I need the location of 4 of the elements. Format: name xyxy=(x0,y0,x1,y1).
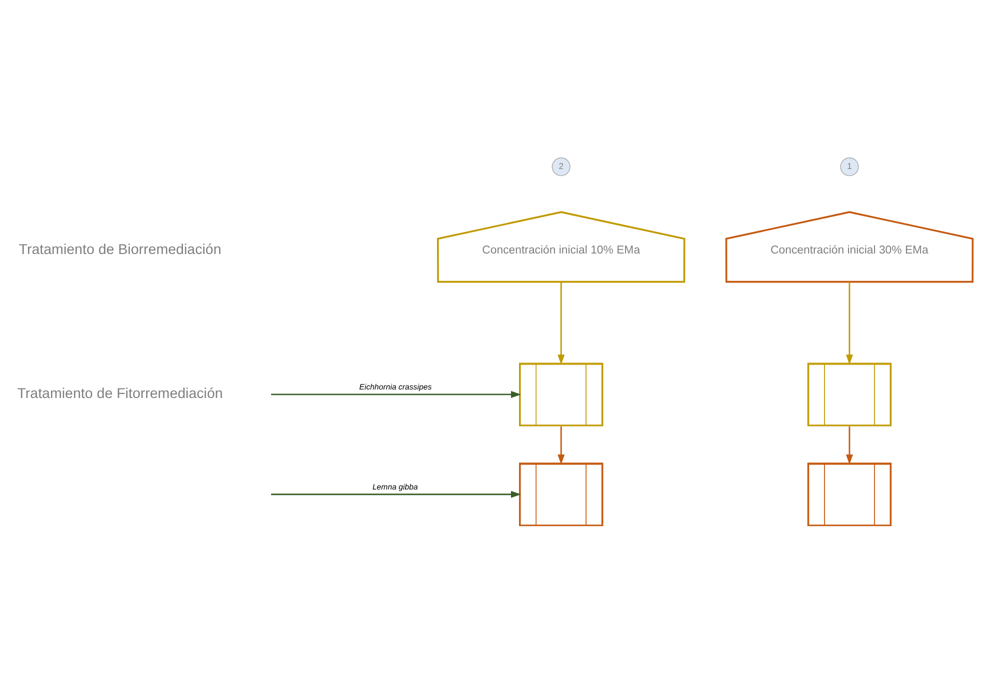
edge-label: Lemna gibba xyxy=(372,482,418,492)
label: Tratamiento de Biorremediación xyxy=(18,242,222,258)
label: Tratamiento de Fitorremediación xyxy=(17,386,223,402)
edge-label: Eichhornia crassipes xyxy=(359,382,432,392)
